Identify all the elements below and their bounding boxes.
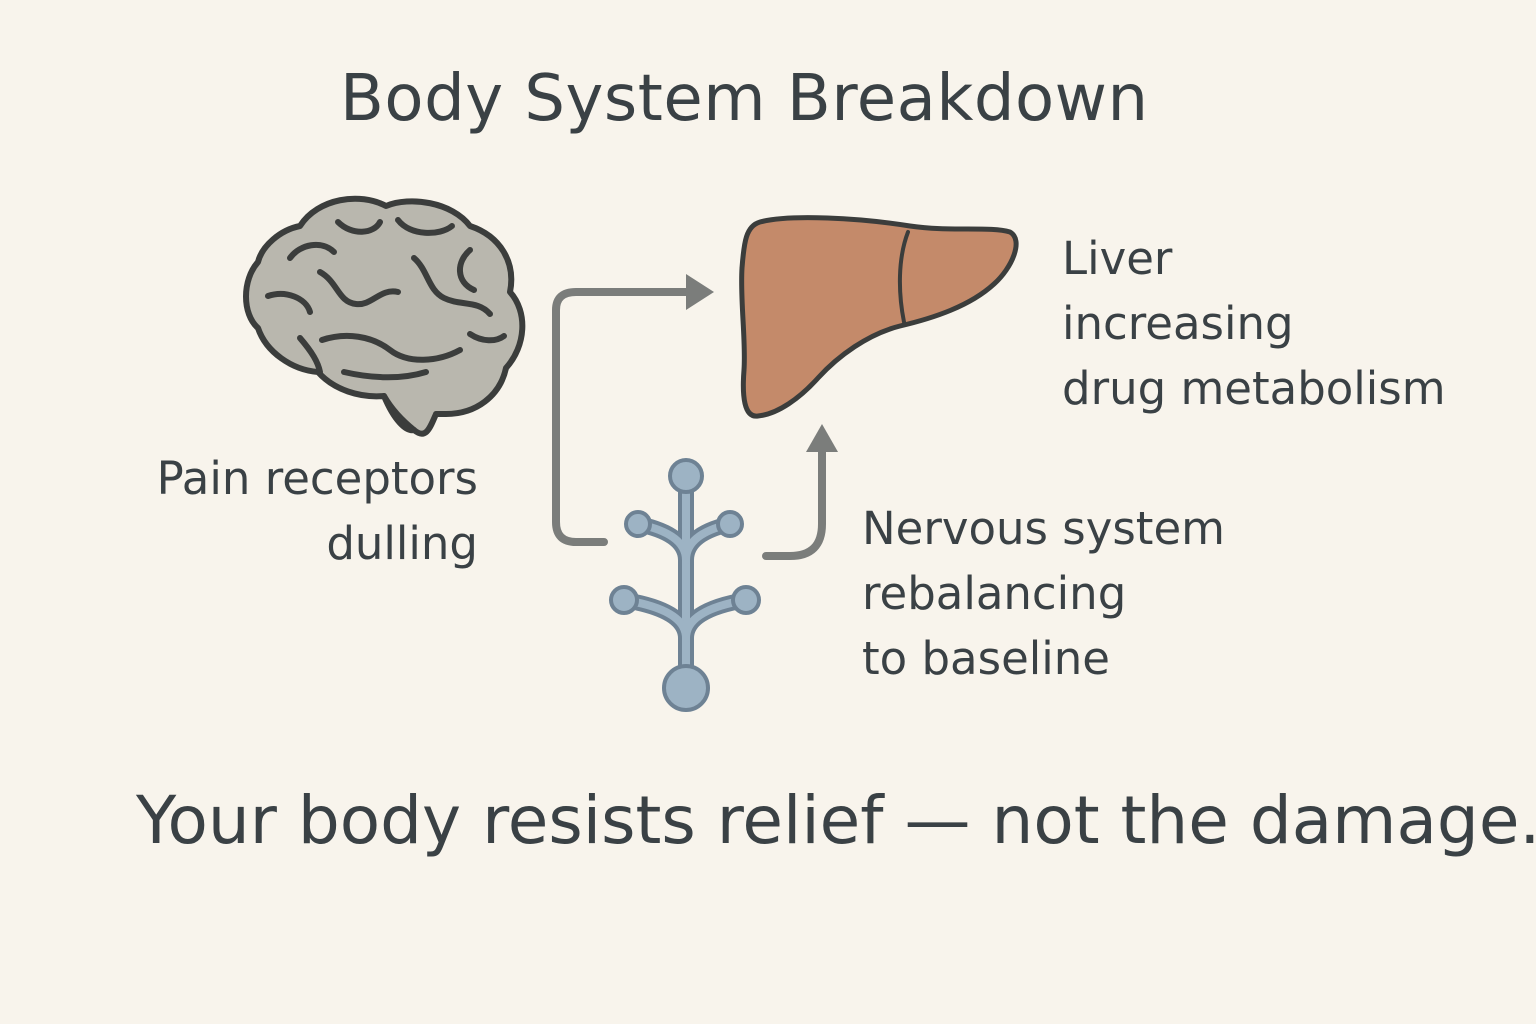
brain-label: Pain receptors dulling: [157, 446, 478, 576]
arrow-to-liver-side: [552, 288, 692, 546]
nerve-label: Nervous system rebalancing to baseline: [862, 496, 1225, 691]
arrowhead-up-icon: [806, 424, 838, 452]
nerve-label-line: rebalancing: [862, 567, 1127, 620]
liver-label: Liver increasing drug metabolism: [1062, 226, 1446, 421]
flow-arrows: [552, 288, 826, 560]
footer-tagline: Your body resists relief — not the damag…: [136, 782, 1536, 859]
liver-label-line: drug metabolism: [1062, 362, 1446, 415]
arrowhead-right-icon: [686, 274, 714, 310]
liver-label-line: increasing: [1062, 297, 1294, 350]
brain-icon: [243, 195, 526, 437]
nervous-system-icon: [609, 458, 761, 712]
nerve-label-line: to baseline: [862, 632, 1110, 685]
brain-label-line: dulling: [326, 517, 478, 570]
arrow-to-liver-bottom: [762, 446, 826, 560]
nerve-label-line: Nervous system: [862, 502, 1225, 555]
liver-icon: [739, 215, 1019, 419]
brain-label-line: Pain receptors: [156, 452, 478, 505]
page-title: Body System Breakdown: [340, 62, 1149, 136]
liver-label-line: Liver: [1062, 232, 1173, 285]
